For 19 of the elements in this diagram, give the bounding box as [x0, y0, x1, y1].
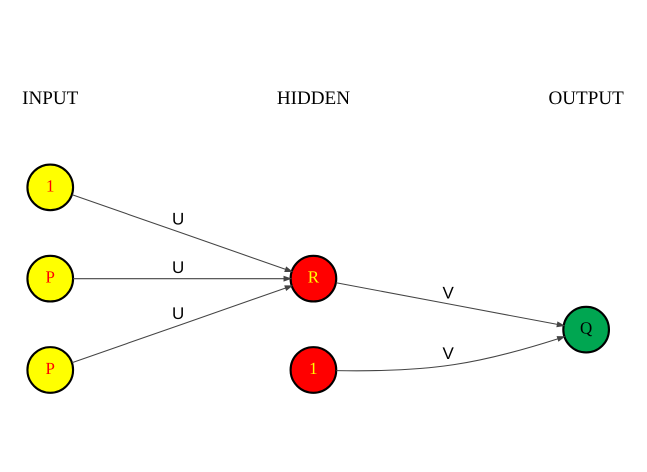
label: OUTPUT: [548, 88, 624, 109]
edge-label: V: [442, 344, 454, 363]
node-circle: Q: [562, 305, 610, 353]
node-circle: R: [290, 254, 338, 302]
node-circle: P: [26, 254, 74, 302]
arrow: [336, 336, 566, 371]
label: HIDDEN: [276, 88, 350, 109]
node-circle: 1: [290, 346, 338, 394]
edge-label: U: [172, 258, 184, 277]
edge-label: U: [172, 208, 184, 228]
edge-label: V: [442, 283, 454, 302]
arrow: [73, 275, 292, 282]
node-circle: 1: [26, 163, 74, 211]
label: INPUT: [22, 88, 78, 109]
arrow: [72, 284, 294, 363]
arrow: [72, 194, 294, 272]
node-circle: P: [26, 346, 74, 394]
arrow: [336, 282, 566, 327]
edge-label: U: [172, 303, 184, 322]
